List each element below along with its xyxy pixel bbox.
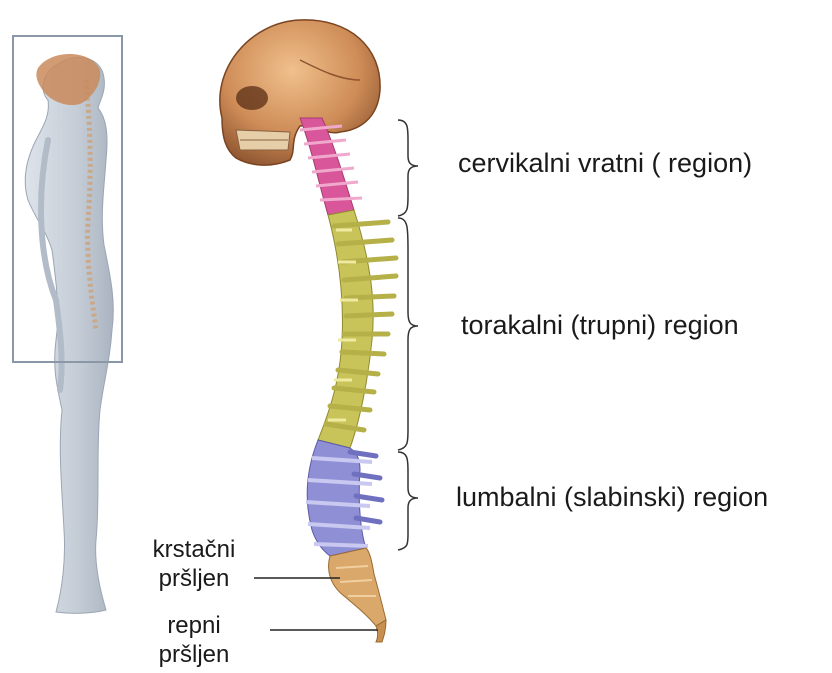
- coccyx-vertebra-label: repni pršljen: [134, 612, 254, 670]
- sacral-vertebra-label: krstačni pršljen: [134, 536, 254, 594]
- human-body-figure: [25, 54, 113, 613]
- thoracic-brace: [398, 218, 418, 450]
- coccyx-label-line2: pršljen: [134, 641, 254, 670]
- lumbar-brace: [398, 452, 418, 550]
- spinal-column: [300, 118, 396, 642]
- cervical-brace: [398, 120, 418, 216]
- thoracic-vertebrae: [318, 210, 396, 448]
- thoracic-region-label: torakalni (trupni) region: [461, 312, 739, 339]
- skull: [220, 20, 380, 165]
- sacral-label-line1: krstačni: [134, 536, 254, 565]
- lumbar-vertebrae: [306, 440, 382, 556]
- region-braces: [398, 120, 418, 550]
- lumbar-region-label: lumbalni (slabinski) region: [456, 484, 768, 511]
- sacrum: [329, 548, 386, 626]
- coccyx-label-line1: repni: [134, 612, 254, 641]
- cervical-region-label: cervikalni vratni ( region): [458, 150, 752, 177]
- sacral-label-line2: pršljen: [134, 565, 254, 594]
